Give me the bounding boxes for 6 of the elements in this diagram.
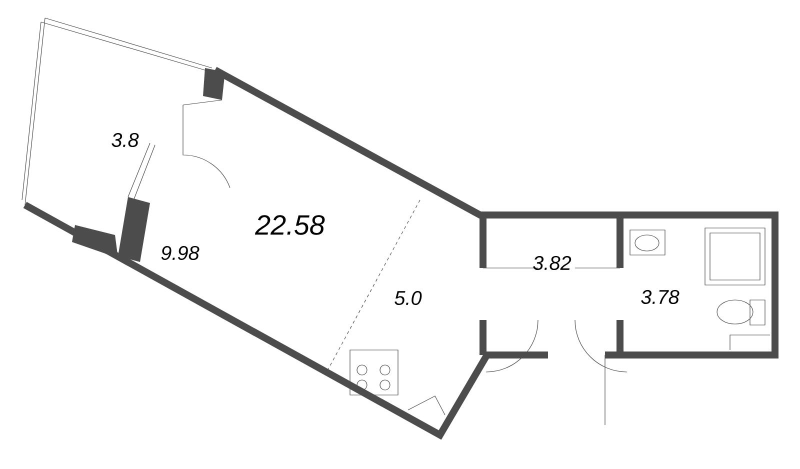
area-label: 3.78 bbox=[641, 290, 680, 304]
area-label: 3.8 bbox=[112, 132, 139, 148]
area-label: 9.98 bbox=[161, 246, 200, 260]
area-label: 22.58 bbox=[254, 215, 325, 235]
area-label: 5.0 bbox=[394, 290, 422, 306]
area-label: 3.82 bbox=[533, 256, 572, 270]
